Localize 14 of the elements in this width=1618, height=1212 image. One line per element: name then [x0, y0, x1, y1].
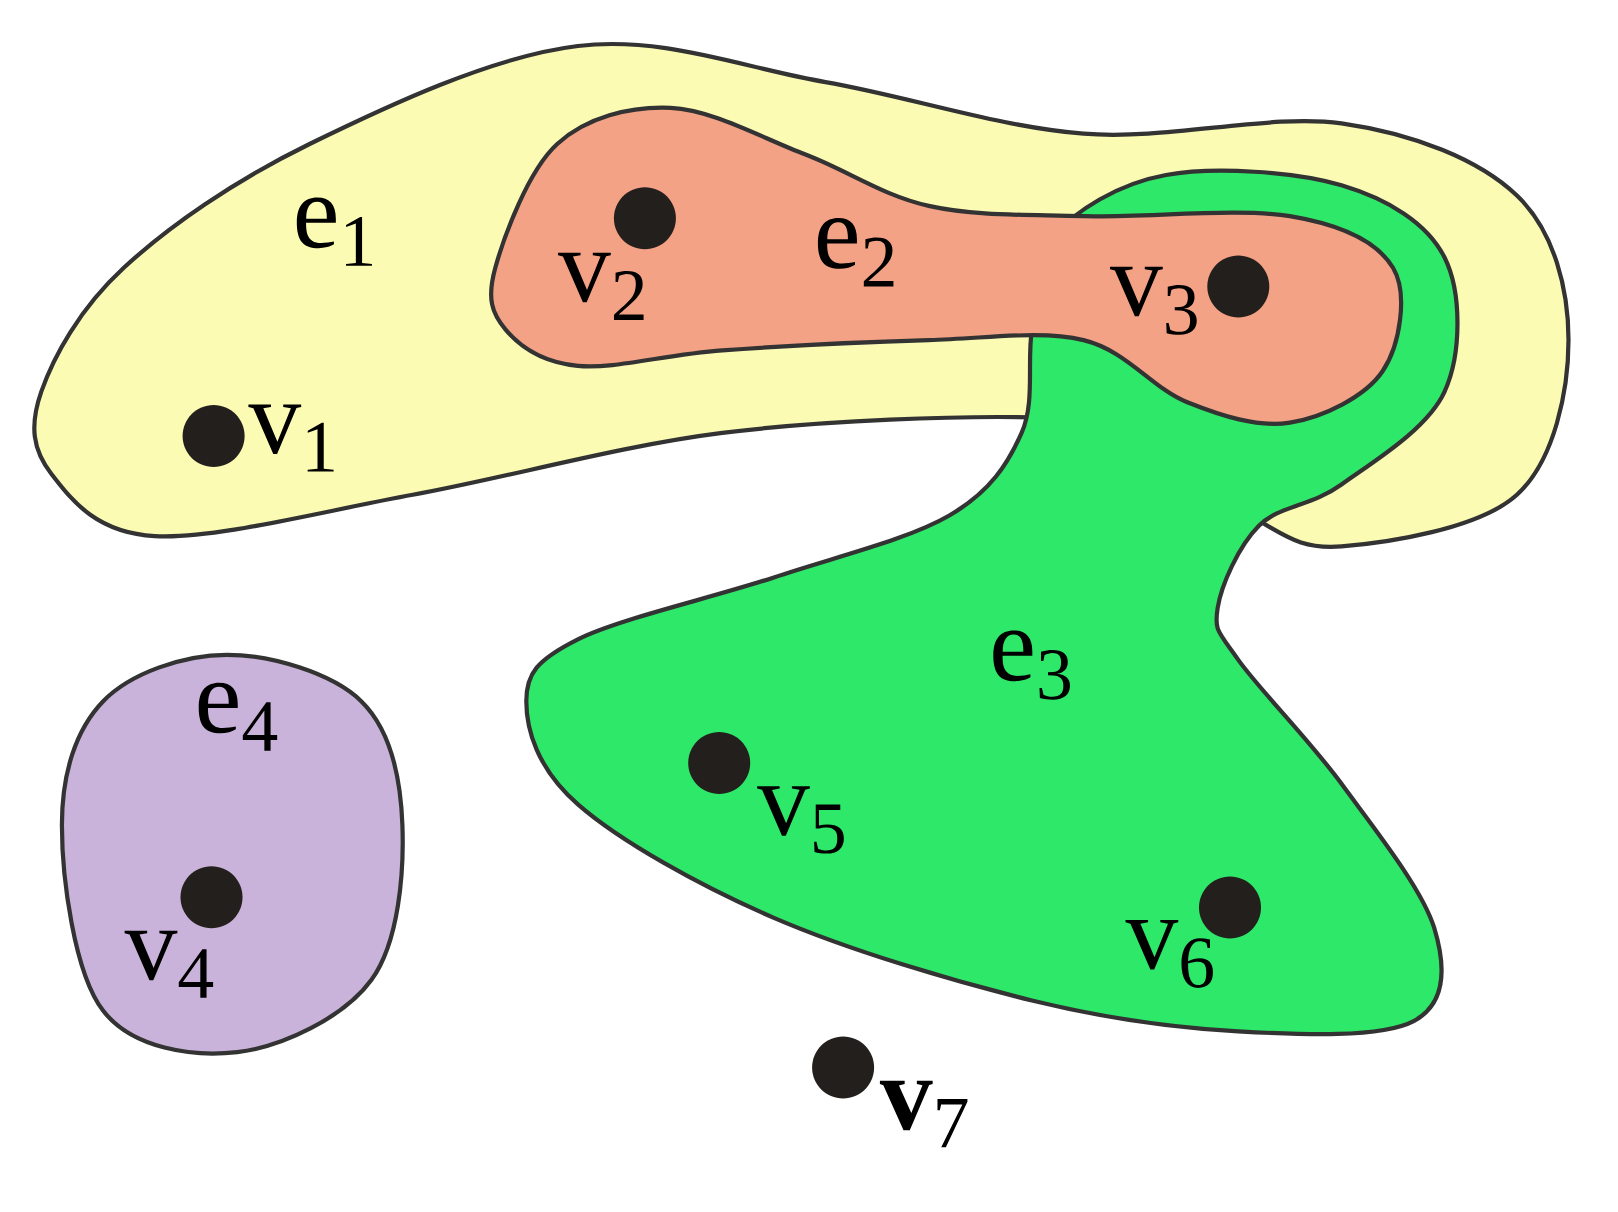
vertex-label: v$_{7}$ [879, 1080, 968, 1148]
vertex-label: v$_{3}$ [1110, 266, 1197, 335]
vertex-label: v$_{6}$ [1125, 920, 1213, 988]
vertex-label: v$_{1}$ [248, 404, 334, 472]
vertex-dot [180, 866, 243, 929]
vertex-dot [688, 732, 751, 795]
vertex-label: v$_{4}$ [124, 930, 214, 998]
vertex-dot [1199, 876, 1261, 939]
vertex-label: v$_{2}$ [558, 252, 644, 320]
vertex-label: v$_{5}$ [757, 786, 844, 854]
vertex-dot [613, 187, 676, 250]
vertex-dot [812, 1036, 875, 1099]
vertex-dot [1207, 255, 1270, 318]
vertex-dot [182, 405, 245, 467]
